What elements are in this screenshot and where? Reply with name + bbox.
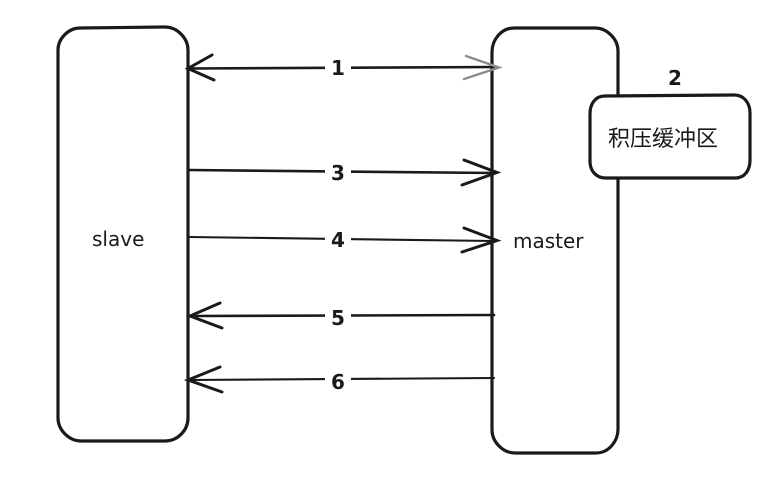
edge-3-label: 3 <box>331 161 345 185</box>
edge-6-label: 6 <box>331 370 345 394</box>
edge-4-label: 4 <box>331 228 345 252</box>
backlog-buffer-label: 积压缓冲区 <box>608 127 718 152</box>
slave-box-outline <box>56 25 190 443</box>
edge-3-label-bg <box>325 157 351 185</box>
edge-5-label: 5 <box>331 306 345 330</box>
edge-6-label-bg <box>325 366 351 394</box>
edge-4-label-bg <box>325 224 351 252</box>
node-backlog-buffer[interactable]: 积压缓冲区 2 <box>588 66 752 180</box>
edge-5-arrowhead-left <box>185 301 224 330</box>
master-box-outline <box>490 26 620 455</box>
backlog-buffer-outline <box>588 93 752 180</box>
edge-6-arrowhead-left <box>183 365 224 394</box>
edge-6-group[interactable]: 6 <box>183 365 496 394</box>
edge-1-label: 1 <box>331 56 345 80</box>
master-label: master <box>513 229 584 253</box>
slave-label: slave <box>92 227 144 251</box>
edge-5-group[interactable]: 5 <box>185 301 496 330</box>
edge-4-arrowhead-right <box>460 226 502 254</box>
edge-1-label-bg <box>325 52 351 80</box>
edge-5-label-bg <box>325 302 351 330</box>
backlog-buffer-badge: 2 <box>668 66 682 90</box>
edge-3-arrowhead-right <box>460 158 502 187</box>
edge-4-group[interactable]: 4 <box>187 224 502 254</box>
node-slave[interactable]: slave <box>56 25 190 443</box>
edge-3-group[interactable]: 3 <box>187 157 502 187</box>
edge-1-arrowhead-right <box>462 54 503 81</box>
edge-1-arrowhead-left <box>184 53 216 82</box>
edge-1-group[interactable]: 1 <box>184 52 503 82</box>
node-master[interactable]: master <box>490 26 620 455</box>
